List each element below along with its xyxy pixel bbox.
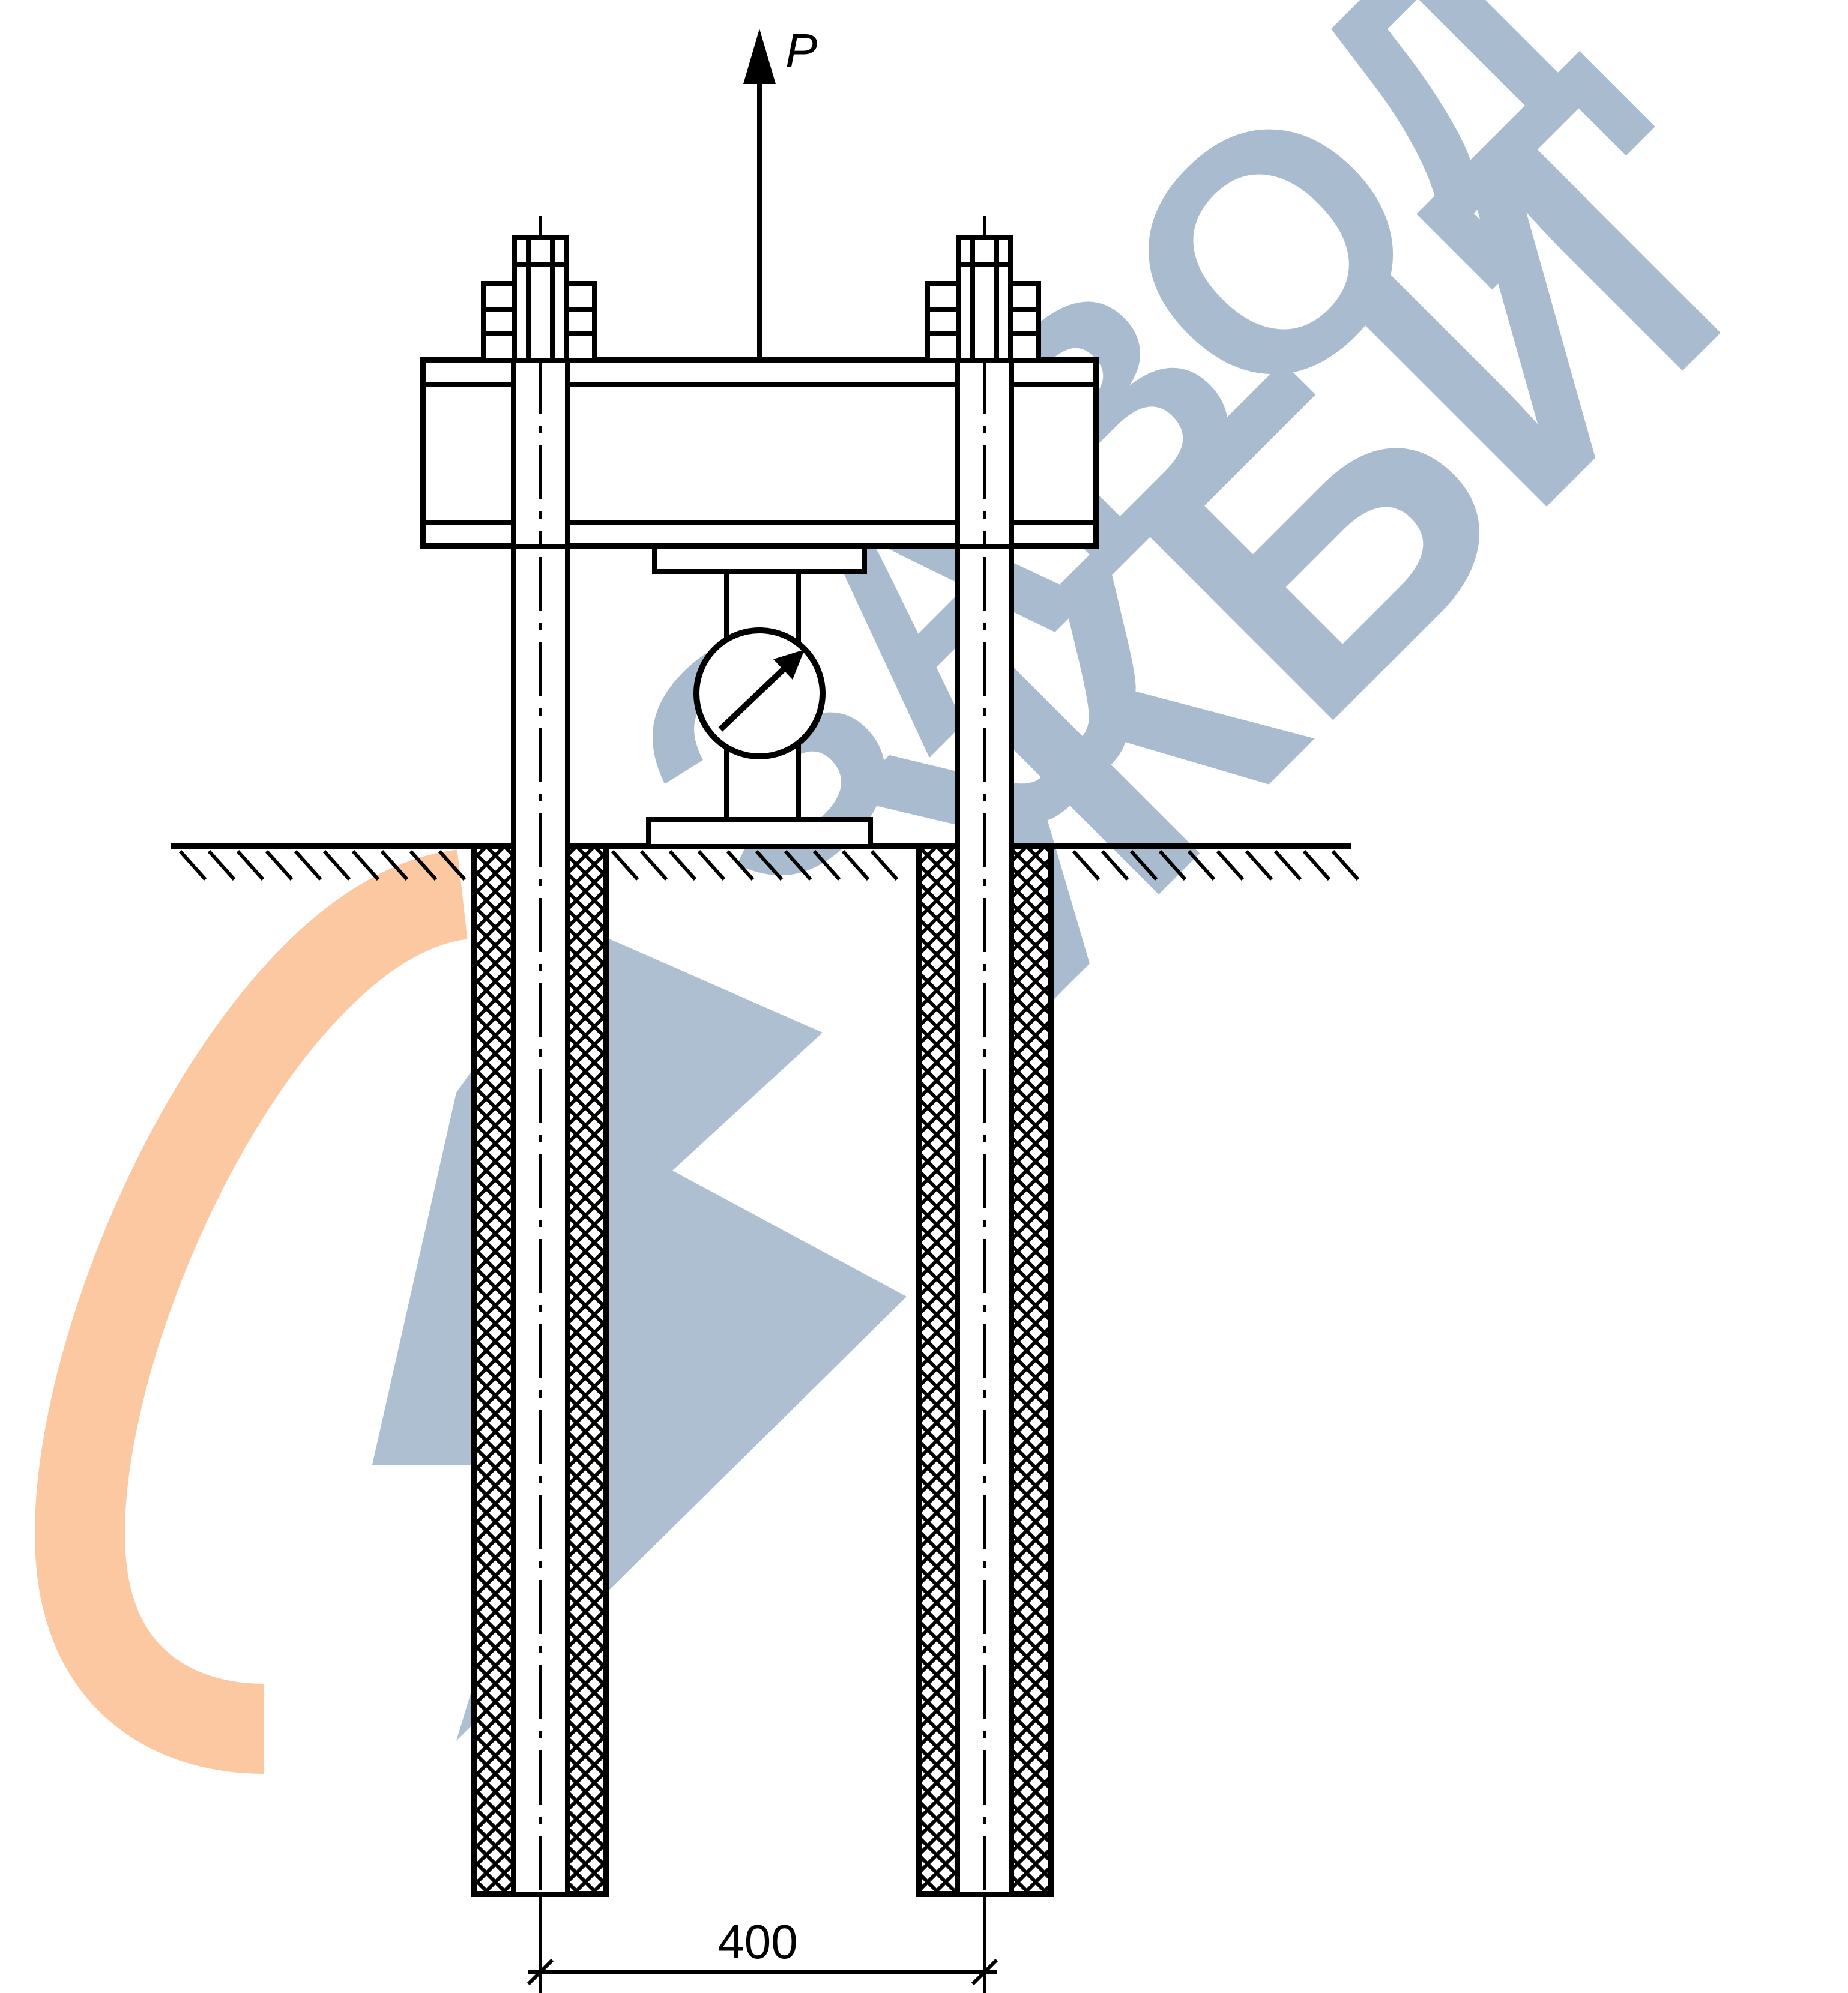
ground-hatch-tick	[1129, 850, 1158, 881]
ground-hatch-tick	[697, 850, 726, 881]
ground-hatch-tick	[236, 850, 265, 881]
ground-hatch-tick	[726, 850, 755, 881]
ground-hatch-tick	[1245, 850, 1273, 881]
dimension-line	[527, 1894, 998, 1993]
load-arrow	[743, 29, 776, 360]
ground-hatch-tick	[1101, 850, 1129, 881]
ground-hatch-tick	[1216, 850, 1245, 881]
ground-hatch-tick	[755, 850, 784, 881]
ground-hatch-tick	[1302, 850, 1331, 881]
load-label: P	[785, 24, 817, 77]
ground-hatch-tick	[1273, 850, 1302, 881]
ground-hatch-tick	[639, 850, 668, 881]
ground-hatch-tick	[409, 850, 438, 881]
ground-hatch-tick	[294, 850, 322, 881]
ground-hatch-tick	[265, 850, 294, 881]
ground-hatch-tick	[351, 850, 380, 881]
watermark-bolt	[372, 924, 907, 1741]
pressure-gauge	[693, 627, 826, 759]
dimension-label: 400	[717, 1915, 797, 1968]
ground-hatch-tick	[841, 850, 870, 881]
ground-hatch-tick	[611, 850, 639, 881]
ground-hatch-tick	[1072, 850, 1101, 881]
ground-hatch-tick	[784, 850, 812, 881]
ground-hatch-tick	[870, 850, 899, 881]
ground-hatch-tick	[1187, 850, 1216, 881]
ground-hatch-tick	[668, 850, 697, 881]
load-beam	[420, 357, 1099, 549]
ground-hatch-tick	[1331, 850, 1360, 881]
watermark-arc	[35, 849, 470, 1774]
ground-hatch-tick	[380, 850, 409, 881]
nut-right	[925, 216, 1041, 363]
ground-hatch-tick	[812, 850, 841, 881]
ground-surface	[171, 843, 1360, 881]
ground-hatch-tick	[438, 850, 467, 881]
ground-hatch-tick	[178, 850, 207, 881]
ground-hatch-tick	[1158, 850, 1187, 881]
nut-left	[481, 216, 597, 363]
ground-hatch-tick	[322, 850, 351, 881]
ground-hatch-tick	[207, 850, 236, 881]
